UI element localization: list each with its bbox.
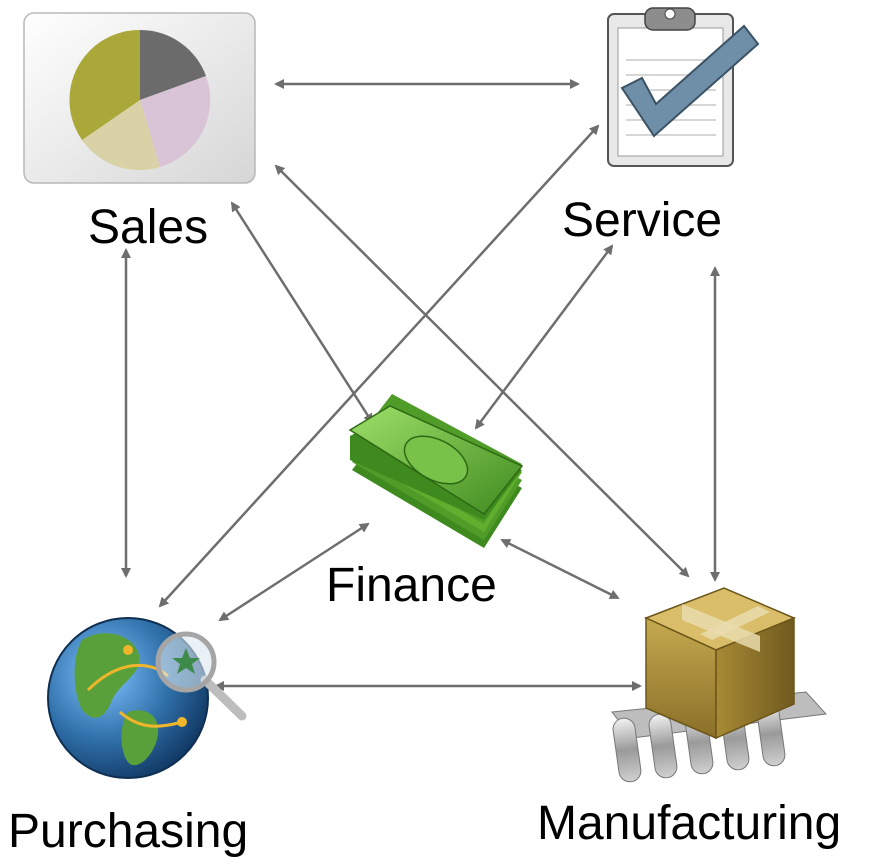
manufacturing-label: Manufacturing [537,797,842,850]
arrow-sales-finance [230,201,374,424]
money-stack-icon [348,394,524,548]
pie-chart-icon [23,12,256,184]
globe-magnifier-icon [47,617,247,779]
box-on-conveyor-icon [611,587,828,783]
arrow-finance-purchasing [218,522,370,622]
purchasing-label: Purchasing [8,805,249,858]
arrow-service-finance [474,244,614,430]
sales-label: Sales [88,201,209,254]
service-label: Service [562,194,723,247]
clipboard-checkmark-icon [607,7,760,167]
arrow-finance-manufacturing [500,538,620,600]
arrow-service-purchasing [158,124,600,608]
finance-label: Finance [326,559,497,612]
connection-arrows [121,79,720,691]
